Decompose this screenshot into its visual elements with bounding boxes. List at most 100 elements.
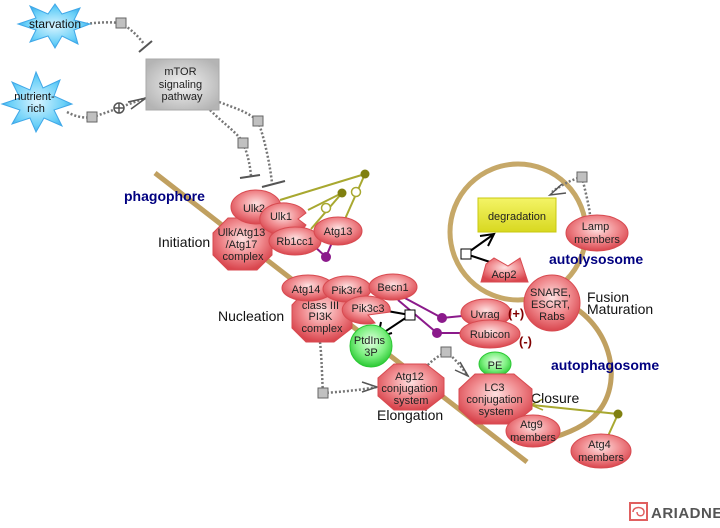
- protein-snare-escrt-rabs[interactable]: SNARE, ESCRT, Rabs: [523, 274, 581, 332]
- label-line: Atg9: [520, 419, 543, 431]
- protein-rubicon[interactable]: Rubicon: [459, 319, 521, 349]
- molecule-label: PE: [488, 360, 503, 372]
- complex-class-iii-pi3k[interactable]: class III PI3K complex: [291, 289, 353, 343]
- purple-node: [437, 313, 447, 323]
- ariadne-logo: ARIADNE: [629, 502, 720, 522]
- protein-label: Pik3c3: [351, 303, 384, 315]
- complex-ulk-atg13-atg17[interactable]: Ulk/Atg13 /Atg17 complex: [212, 217, 273, 271]
- compartment-label-phagophore: phagophore: [124, 188, 205, 204]
- sign-rubicon: (-): [519, 334, 532, 349]
- plus-icon: [350, 186, 362, 198]
- label-line: Rabs: [539, 311, 565, 323]
- protein-atg14[interactable]: Atg14: [281, 274, 335, 302]
- stage-label-fusion: Fusion Maturation: [587, 289, 653, 317]
- protein-atg4-members[interactable]: Atg4 members: [570, 433, 632, 469]
- label-line: SNARE,: [530, 287, 571, 299]
- complex-label: LC3 conjugation system: [466, 382, 525, 418]
- protein-label: Becn1: [377, 282, 408, 294]
- label-line: class III: [302, 300, 339, 312]
- small-molecule-ptdins3p[interactable]: PtdIns 3P: [349, 324, 393, 368]
- autophagosome-membrane: [543, 297, 614, 443]
- plus-icon: [320, 202, 332, 214]
- olive-node: [360, 169, 370, 179]
- compartment-label-autolysosome: autolysosome: [549, 251, 643, 267]
- process-degradation[interactable]: degradation: [477, 197, 557, 233]
- protein-label: Atg4 members: [578, 439, 624, 464]
- process-node: [404, 309, 416, 321]
- protein-becn1[interactable]: Becn1: [368, 273, 418, 301]
- label-line: pathway: [162, 91, 203, 103]
- protein-lamp-members[interactable]: Lamp members: [565, 214, 629, 252]
- label-line: members: [574, 234, 620, 246]
- protein-pik3c3[interactable]: Pik3c3: [341, 295, 391, 325]
- protein-label: SNARE, ESCRT, Rabs: [530, 287, 574, 323]
- protein-label: Lamp members: [574, 221, 620, 246]
- sign-uvrag: (+): [508, 306, 524, 321]
- label-line: Ulk/Atg13: [218, 227, 266, 239]
- protein-atg13[interactable]: Atg13: [313, 216, 363, 246]
- olive-node: [613, 409, 623, 419]
- process-node: [252, 115, 264, 127]
- protein-rb1cc1[interactable]: Rb1cc1: [268, 226, 322, 256]
- process-node: [115, 17, 127, 29]
- process-node: [440, 346, 452, 358]
- stimulus-starvation[interactable]: starvation: [16, 3, 92, 49]
- compartment-label-autophagosome: autophagosome: [551, 357, 659, 373]
- label-line: complex: [302, 323, 343, 335]
- protein-label: Rubicon: [470, 329, 510, 341]
- protein-label: Atg13: [324, 226, 353, 238]
- label-line: conjugation: [466, 394, 522, 406]
- label-line: rich: [27, 103, 45, 115]
- label-line: Maturation: [587, 301, 653, 317]
- protein-label: Atg14: [292, 284, 321, 296]
- stimulus-label: nutrient- rich: [14, 91, 57, 115]
- stimulus-nutrient-rich[interactable]: nutrient- rich: [0, 70, 74, 134]
- mtor-pathway-node[interactable]: mTOR signaling pathway: [145, 58, 220, 111]
- olive-node: [337, 188, 347, 198]
- process-node: [86, 111, 98, 123]
- molecule-label: PtdIns 3P: [354, 335, 388, 359]
- logo-label: ARIADNE: [651, 505, 720, 522]
- label-line: Atg4: [588, 439, 611, 451]
- label-line: Fusion: [587, 289, 629, 305]
- protein-label: Uvrag: [470, 309, 499, 321]
- complex-label: Ulk/Atg13 /Atg17 complex: [218, 227, 269, 263]
- label-line: conjugation: [381, 383, 437, 395]
- edge-junctions: [86, 17, 623, 419]
- process-node: [237, 137, 249, 149]
- stage-label-closure: Closure: [531, 390, 579, 406]
- label-line: system: [394, 395, 429, 407]
- protein-label: Pik3r4: [331, 285, 362, 297]
- complex-atg12-conjugation[interactable]: Atg12 conjugation system: [377, 363, 445, 411]
- protein-atg9-members[interactable]: Atg9 members: [505, 414, 561, 448]
- label-line: members: [578, 452, 624, 464]
- small-molecule-pe[interactable]: PE: [478, 351, 512, 377]
- process-node: [460, 248, 472, 260]
- label-line: ESCRT,: [531, 299, 570, 311]
- protein-label: Acp2: [491, 269, 516, 281]
- label-line: PI3K: [309, 311, 334, 323]
- label-line: PtdIns: [354, 335, 386, 347]
- label-line: 3P: [364, 347, 377, 359]
- stage-label-initiation: Initiation: [158, 234, 210, 250]
- label-line: Lamp: [582, 221, 610, 233]
- protein-label: Ulk2: [243, 203, 265, 215]
- pathway-label: mTOR signaling pathway: [159, 66, 205, 103]
- protein-acp2[interactable]: Acp2: [480, 257, 529, 283]
- stimulus-label: starvation: [29, 17, 81, 31]
- label-line: LC3: [484, 382, 504, 394]
- complex-label: class III PI3K complex: [302, 300, 343, 335]
- purple-node: [321, 252, 331, 262]
- label-line: signaling: [159, 79, 202, 91]
- complex-label: Atg12 conjugation system: [381, 371, 440, 407]
- label-line: members: [510, 432, 556, 444]
- process-label: degradation: [488, 211, 546, 223]
- process-node: [317, 387, 329, 399]
- purple-node: [432, 328, 442, 338]
- protein-label: Rb1cc1: [276, 236, 313, 248]
- label-line: nutrient-: [14, 91, 55, 103]
- label-line: /Atg17: [226, 239, 258, 251]
- protein-label: Ulk1: [270, 211, 292, 223]
- protein-label: Atg9 members: [510, 419, 556, 444]
